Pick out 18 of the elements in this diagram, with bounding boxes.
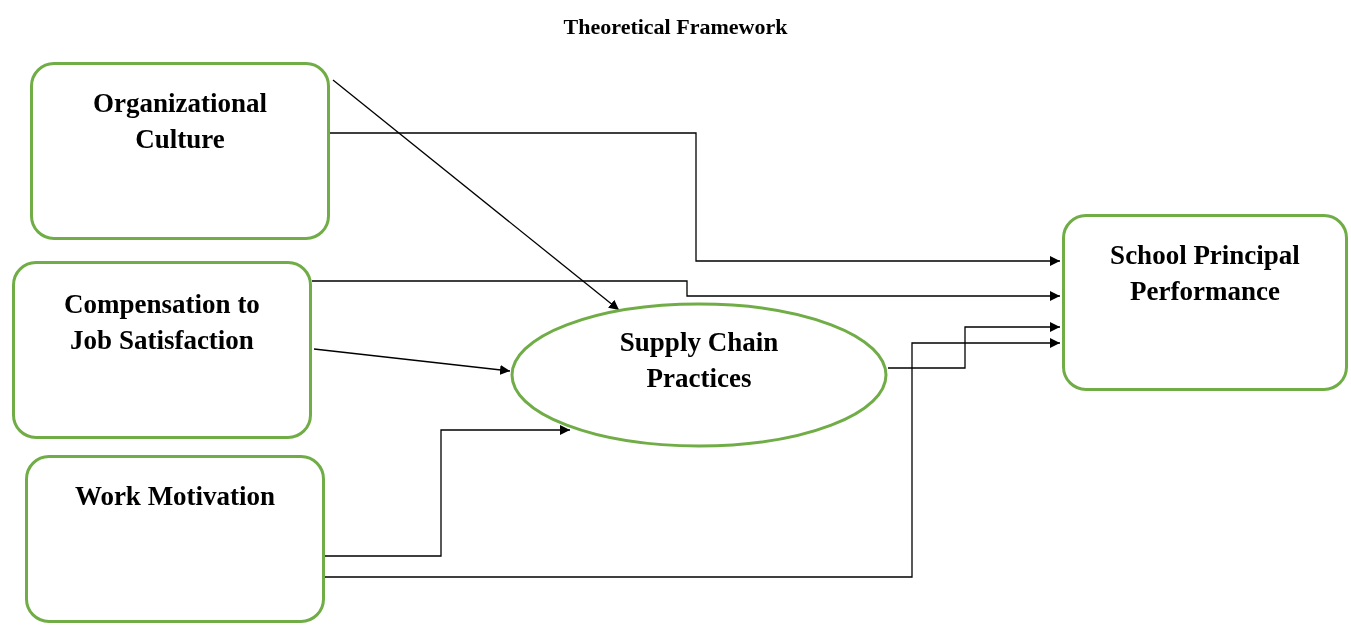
arrow — [329, 132, 1061, 266]
arrow — [313, 348, 511, 375]
rounded-box-node — [1062, 214, 1348, 391]
diagram-title: Theoretical Framework — [562, 14, 789, 40]
node-label: Organizational Culture — [92, 87, 268, 156]
node-label: School Principal Performance — [1109, 239, 1301, 308]
arrow — [311, 280, 1061, 301]
ellipse-node — [510, 302, 888, 448]
node-label: Supply Chain Practices — [618, 326, 780, 395]
rounded-box-node — [30, 62, 330, 240]
rounded-box-node — [12, 261, 312, 439]
arrow — [324, 425, 571, 557]
arrow — [332, 79, 620, 311]
rounded-box-node — [25, 455, 325, 623]
node-label: Compensation to Job Satisfaction — [63, 288, 261, 357]
arrow — [887, 322, 1061, 369]
arrow — [324, 338, 1061, 578]
node-label: Work Motivation — [73, 480, 277, 513]
